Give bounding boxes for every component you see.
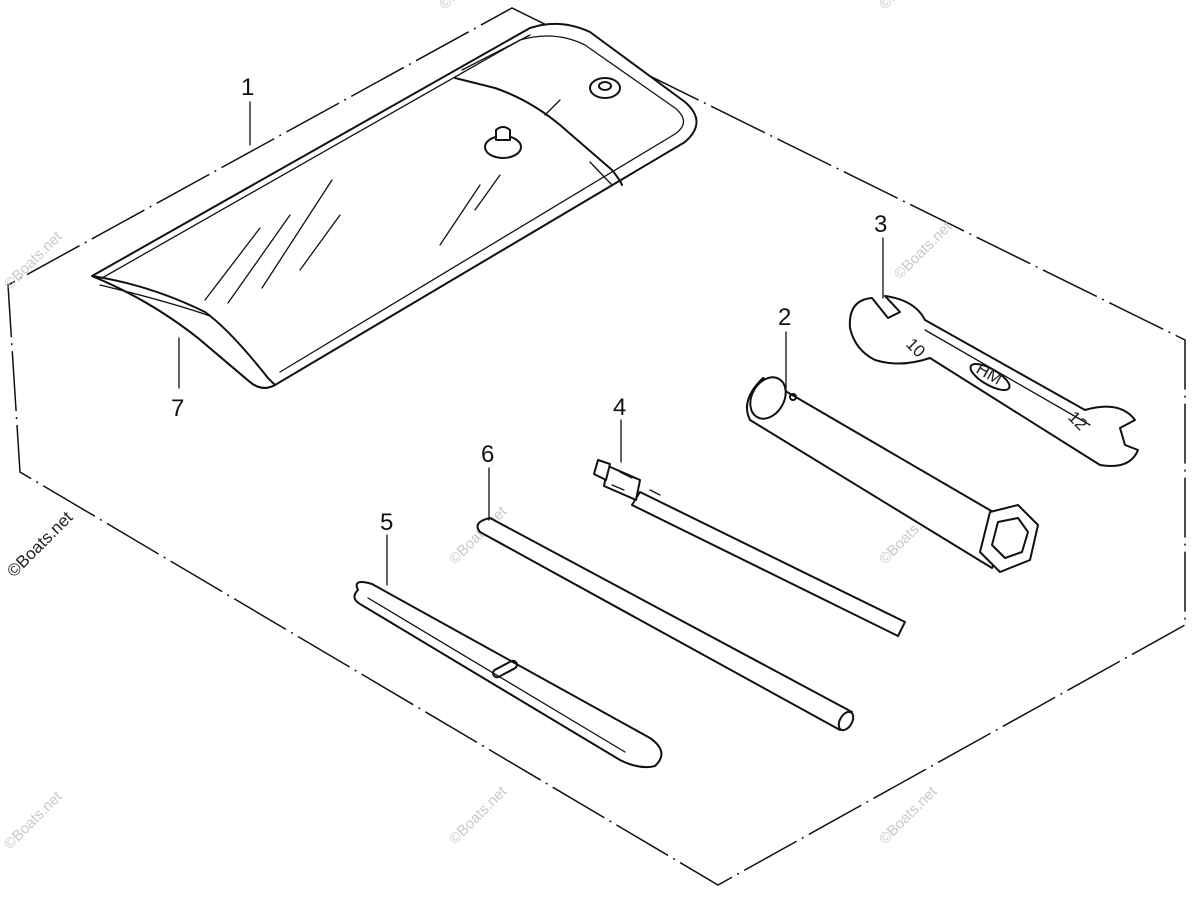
screwdriver <box>593 459 906 637</box>
callout-1: 1 <box>241 74 254 101</box>
callouts: 1 2 3 4 5 6 7 <box>171 74 887 536</box>
leader-lines <box>178 101 884 586</box>
watermark: ©Boats.net <box>1 228 66 293</box>
open-end-wrench: 10 HM 12 <box>848 295 1139 467</box>
watermark: ©Boats.net <box>891 218 956 283</box>
watermark: ©Boats.net <box>1 788 66 853</box>
callout-7: 7 <box>171 395 184 422</box>
callout-4: 4 <box>613 394 626 421</box>
callout-2: 2 <box>778 304 791 331</box>
watermark: ©Boats.net <box>876 0 941 13</box>
diagram-boundary <box>7 7 1186 886</box>
callout-5: 5 <box>380 509 393 536</box>
tool-bag <box>91 22 698 389</box>
watermark: ©Boats.net <box>446 783 511 848</box>
watermark: ©Boats.net <box>436 0 501 13</box>
rod-handle <box>476 517 855 732</box>
callout-6: 6 <box>481 441 494 468</box>
callout-3: 3 <box>874 211 887 238</box>
flat-lever <box>353 581 663 769</box>
watermark-edge: ©Boats.net <box>3 508 76 581</box>
spark-plug-wrench <box>746 376 1039 573</box>
